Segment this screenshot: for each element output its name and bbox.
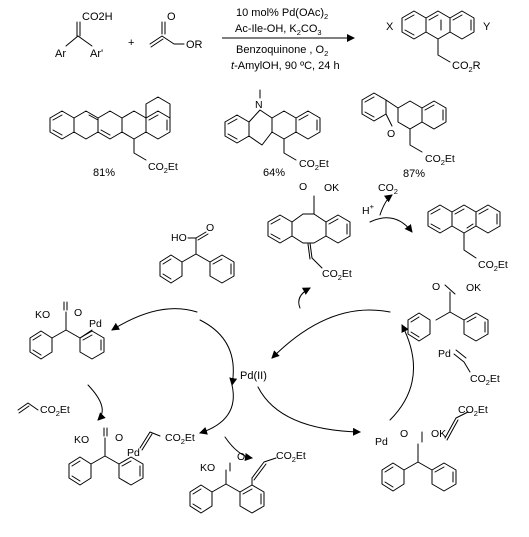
olefinated-ester: CO2Et	[276, 450, 306, 464]
aryl-prime-label: Ar'	[90, 48, 103, 60]
cycle-decarboxylation: H+ CO2	[362, 182, 398, 217]
example1-ester: CO2Et	[148, 161, 178, 175]
coordinated-pd-label: Pd	[127, 447, 140, 459]
example3-yield: 87%	[403, 168, 425, 180]
ko-label: KO	[35, 309, 50, 321]
insertion-pd-label: Pd	[375, 436, 388, 448]
hydroxyl-label: HO	[171, 232, 187, 244]
reactant-diarylacetic-acid: CO2H Ar Ar'	[55, 11, 113, 60]
example1-yield: 81%	[93, 167, 115, 179]
ester-o-label: O	[74, 307, 82, 319]
cycle-arrows	[87, 194, 414, 461]
product-anthracene-general: X Y CO2R	[386, 10, 491, 74]
example-carbazole: N CO2Et 64%	[224, 89, 329, 179]
nitrogen-label: N	[255, 99, 263, 111]
dihydro-o-label: O	[299, 181, 307, 193]
substituent-y: Y	[483, 21, 491, 33]
cycle-olefinated: KO O CO2Et	[189, 450, 306, 514]
plus-sign: +	[128, 37, 134, 49]
cycle-insertion: Pd O OK CO2Et	[375, 404, 488, 492]
ligand-base-text: Ac-Ile-OH, K2CO3	[235, 23, 322, 37]
example2-yield: 64%	[263, 167, 285, 179]
cycle-coordinated-complex: KO O Pd CO2Et	[68, 427, 195, 486]
insertion-ester: CO2Et	[458, 404, 488, 418]
coordinated-ko-label: KO	[74, 434, 89, 446]
cycle-acid: HO O	[159, 222, 235, 284]
catalyst-text: 10 mol% Pd(OAc)2	[236, 7, 328, 21]
acid-carbonyl-o: O	[206, 222, 214, 234]
carbonyl-o-label: O	[167, 11, 176, 23]
insertion-o-label: O	[400, 428, 408, 440]
pd-label: Pd	[89, 318, 102, 330]
insertion-ok-label: OK	[431, 428, 446, 440]
example-benzanthracene: CO2Et 81%	[49, 96, 178, 179]
final-ester: CO2Et	[478, 259, 508, 273]
pd-ii-center: Pd(II)	[240, 370, 267, 382]
cycle-dihydro-intermediate: O OK CO2Et	[267, 181, 352, 282]
aryl-label: Ar	[55, 48, 66, 60]
co2-label: CO2	[378, 182, 398, 196]
cycle-palladacycle: KO O Pd	[29, 301, 105, 360]
coordinated-o-label: O	[115, 432, 123, 444]
pd-alkene-ester: CO2Et	[470, 373, 500, 387]
oxidant-text: Benzoquinone , O2	[236, 44, 328, 58]
pd-alkene-ok-label: OK	[466, 282, 481, 294]
product-ester-label: CO2R	[452, 60, 481, 74]
oxygen-label: O	[387, 128, 395, 140]
dihydro-ok-label: OK	[324, 182, 339, 194]
pd-alkene-pd-label: Pd	[438, 348, 451, 360]
proton-label: H+	[362, 202, 375, 217]
olefinated-ko-label: KO	[200, 462, 215, 474]
reactant-acrylate: O OR	[149, 11, 203, 51]
substituent-x: X	[386, 21, 394, 33]
solvent-text: t-AmylOH, 90 ºC, 24 h	[231, 60, 340, 72]
acrylate-ester-label: CO2Et	[40, 404, 70, 418]
coordinated-ester: CO2Et	[165, 432, 195, 446]
example2-ester: CO2Et	[299, 158, 329, 172]
reaction-conditions: 10 mol% Pd(OAc)2 Ac-Ile-OH, K2CO3 Benzoq…	[222, 7, 355, 72]
ester-group-label: OR	[186, 39, 203, 51]
dihydro-ester: CO2Et	[322, 268, 352, 282]
cycle-pd-alkene: O OK Pd CO2Et	[407, 281, 500, 387]
cycle-final-product: CO2Et	[427, 204, 508, 273]
cycle-acrylate: CO2Et	[17, 402, 70, 418]
acid-group-label: CO2H	[82, 11, 113, 23]
olefinated-o-label: O	[237, 451, 245, 463]
example-dibenzofuran: O CO2Et 87%	[361, 92, 455, 180]
example3-ester: CO2Et	[425, 153, 455, 167]
pd-alkene-o-label: O	[432, 281, 440, 293]
